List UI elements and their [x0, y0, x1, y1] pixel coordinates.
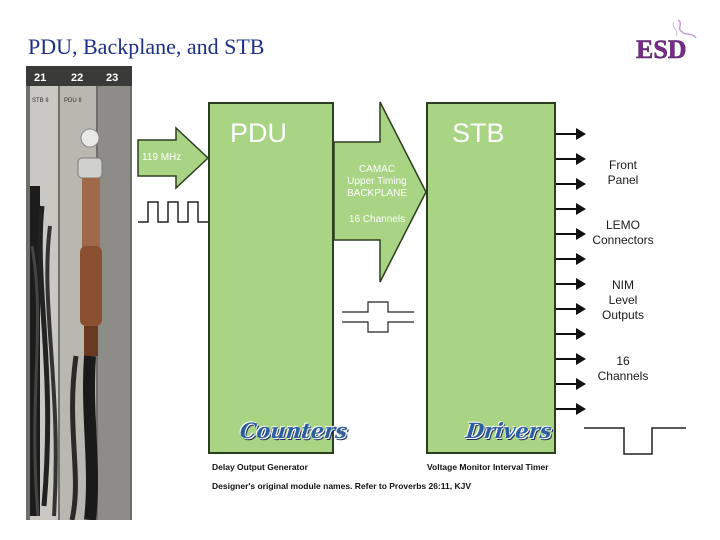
input-arrow	[137, 126, 210, 190]
backplane-channels-label: 16 Channels	[348, 214, 406, 225]
pdu-box: PDU Counters	[208, 102, 349, 454]
photo-label-stb: STB II	[32, 98, 49, 104]
output-label-channels: 16 Channels	[597, 354, 649, 383]
stb-script-label: Drivers	[464, 418, 554, 443]
pdu-title: PDU	[230, 118, 288, 148]
backplane-label: CAMAC Upper Timing BACKPLANE	[346, 164, 408, 199]
crate-photo: 21 22 23 STB II PDU II	[26, 66, 132, 520]
slot-23: 23	[106, 72, 118, 84]
clock-waveform	[138, 201, 208, 223]
stb-title: STB	[452, 118, 505, 148]
slide-title: PDU, Backplane, and STB	[28, 34, 265, 59]
slot-21: 21	[34, 72, 46, 84]
output-arrows	[556, 128, 586, 415]
stb-caption: Voltage Monitor Interval Timer	[427, 462, 549, 472]
backplane-arrow	[333, 101, 427, 283]
output-label-nim: NIM Level Outputs	[601, 278, 645, 322]
stb-box: STB Drivers	[426, 102, 556, 454]
footnote: Designer's original module names. Refer …	[212, 481, 472, 491]
nim-pulse	[584, 427, 686, 455]
slot-22: 22	[71, 72, 83, 84]
pdu-script-label: Counters	[238, 418, 349, 443]
pdu-caption: Delay Output Generator	[212, 462, 308, 472]
logo-text: ESD	[636, 35, 687, 64]
output-label-lemo: LEMO Connectors	[592, 218, 654, 247]
esd-logo: ESD	[626, 18, 708, 70]
input-freq-label: 119 MHz	[142, 152, 182, 163]
output-label-front-panel: Front Panel	[607, 158, 639, 187]
photo-label-pdu: PDU II	[64, 98, 82, 104]
